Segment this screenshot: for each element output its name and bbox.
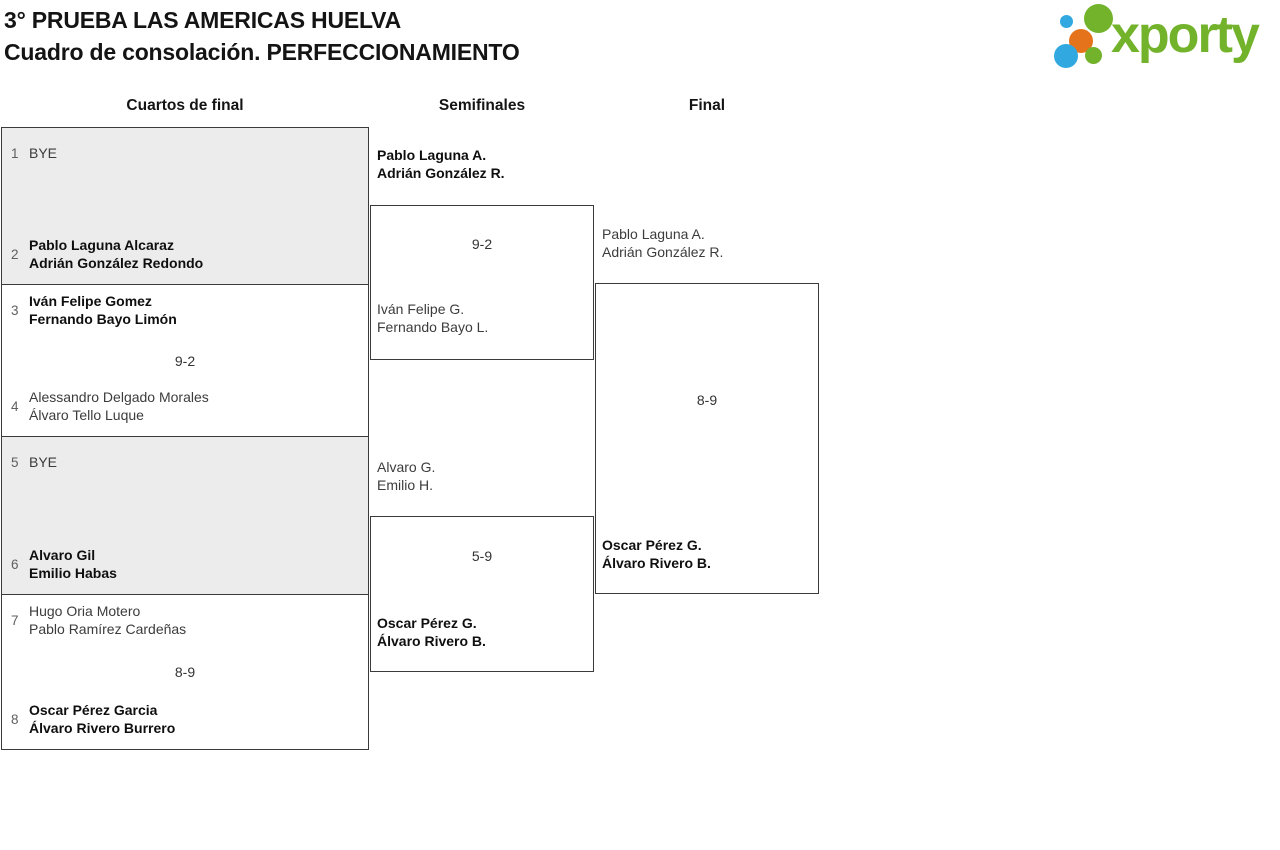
sf1-team-top: Pablo Laguna A. Adrián González R.: [377, 147, 505, 182]
qf1-team-top: 1 BYE: [10, 135, 362, 172]
logo-dot-blue-big-icon: [1054, 44, 1078, 68]
qf2-team-top: 3 Iván Felipe Gomez Fernando Bayo Limón: [10, 292, 362, 329]
player-name: Hugo Oria Motero: [29, 603, 141, 619]
player-name: Alvaro G.: [377, 459, 436, 475]
player-name: Pablo Laguna Alcaraz: [29, 237, 174, 253]
qf3-team-bottom: 6 Alvaro Gil Emilio Habas: [10, 546, 362, 583]
player-name: BYE: [29, 453, 58, 470]
player-name: Adrián González R.: [377, 164, 505, 181]
qf-match-3: 5 BYE 6 Alvaro Gil Emilio Habas: [1, 436, 369, 595]
player-name: Pablo Laguna A.: [602, 226, 705, 242]
player-name: Álvaro Rivero Burrero: [29, 719, 176, 736]
qf1-team-bottom: 2 Pablo Laguna Alcaraz Adrián González R…: [10, 236, 362, 273]
player-name: Álvaro Tello Luque: [29, 406, 144, 423]
player-name: Alessandro Delgado Morales: [29, 389, 209, 405]
qf2-team-bottom: 4 Alessandro Delgado Morales Álvaro Tell…: [10, 388, 362, 425]
player-name: Pablo Ramírez Cardeñas: [29, 620, 187, 637]
team-names: Iván Felipe Gomez Fernando Bayo Limón: [29, 293, 177, 328]
sf1-score: 9-2: [471, 236, 493, 252]
round-header-cuartos: Cuartos de final: [126, 97, 244, 114]
player-name: Fernando Bayo L.: [377, 318, 489, 335]
player-name: Álvaro Rivero B.: [377, 632, 486, 649]
round-header-final: Final: [688, 97, 726, 114]
seed-number: 2: [11, 247, 19, 262]
final-match: [595, 283, 819, 594]
page-title: 3° PRUEBA LAS AMERICAS HUELVA: [4, 7, 401, 33]
final-score: 8-9: [696, 392, 718, 408]
player-name: Álvaro Rivero B.: [602, 554, 711, 571]
player-name: Fernando Bayo Limón: [29, 310, 177, 327]
team-names: BYE: [29, 145, 57, 163]
seed-number: 5: [11, 455, 19, 470]
logo-dot-green-big-icon: [1084, 4, 1113, 33]
seed-number: 7: [11, 613, 19, 628]
sf2-team-top: Alvaro G. Emilio H.: [377, 459, 435, 494]
team-names: Alessandro Delgado Morales Álvaro Tello …: [29, 389, 209, 424]
qf3-team-top: 5 BYE: [10, 444, 362, 481]
player-name: Iván Felipe G.: [377, 301, 465, 317]
qf-match-2: 3 Iván Felipe Gomez Fernando Bayo Limón …: [1, 284, 369, 437]
team-names: BYE: [29, 454, 57, 472]
player-name: Adrián González Redondo: [29, 254, 204, 271]
team-names: Pablo Laguna Alcaraz Adrián González Red…: [29, 237, 203, 272]
seed-number: 3: [11, 303, 19, 318]
player-name: Oscar Pérez G.: [377, 615, 477, 631]
team-names: Oscar Pérez Garcia Álvaro Rivero Burrero: [29, 702, 175, 737]
sf-match-1: [370, 205, 594, 360]
qf4-score: 8-9: [174, 664, 196, 680]
player-name: BYE: [29, 144, 58, 161]
seed-number: 8: [11, 712, 19, 727]
team-names: Hugo Oria Motero Pablo Ramírez Cardeñas: [29, 603, 186, 638]
seed-number: 1: [11, 146, 19, 161]
logo-dot-green-small-icon: [1085, 47, 1102, 64]
qf-match-4: 7 Hugo Oria Motero Pablo Ramírez Cardeña…: [1, 594, 369, 750]
logo-text: xporty: [1111, 6, 1260, 64]
player-name: Pablo Laguna A.: [377, 147, 487, 163]
player-name: Oscar Pérez Garcia: [29, 702, 158, 718]
page-subtitle: Cuadro de consolación. PERFECCIONAMIENTO: [4, 39, 520, 65]
seed-number: 6: [11, 557, 19, 572]
qf4-team-top: 7 Hugo Oria Motero Pablo Ramírez Cardeña…: [10, 602, 362, 639]
qf-match-1: 1 BYE 2 Pablo Laguna Alcaraz Adrián Gonz…: [1, 127, 369, 285]
sf2-score: 5-9: [471, 548, 493, 564]
xporty-logo[interactable]: xporty: [1050, 0, 1280, 70]
final-team-bottom: Oscar Pérez G. Álvaro Rivero B.: [602, 537, 711, 572]
player-name: Alvaro Gil: [29, 547, 96, 563]
qf2-score: 9-2: [174, 352, 196, 369]
logo-dot-blue-small-icon: [1060, 15, 1073, 28]
sf1-team-bottom: Iván Felipe G. Fernando Bayo L.: [377, 301, 488, 336]
sf2-team-bottom: Oscar Pérez G. Álvaro Rivero B.: [377, 615, 486, 650]
page-title-block: 3° PRUEBA LAS AMERICAS HUELVA Cuadro de …: [4, 4, 520, 68]
player-name: Oscar Pérez G.: [602, 537, 702, 553]
round-header-semifinales: Semifinales: [438, 97, 526, 114]
qf4-team-bottom: 8 Oscar Pérez Garcia Álvaro Rivero Burre…: [10, 701, 362, 738]
player-name: Emilio Habas: [29, 564, 117, 581]
player-name: Emilio H.: [377, 476, 434, 493]
seed-number: 4: [11, 399, 19, 414]
final-team-top: Pablo Laguna A. Adrián González R.: [602, 226, 723, 261]
team-names: Alvaro Gil Emilio Habas: [29, 547, 117, 582]
player-name: Iván Felipe Gomez: [29, 293, 152, 309]
player-name: Adrián González R.: [602, 243, 724, 260]
sf-match-2: [370, 516, 594, 672]
